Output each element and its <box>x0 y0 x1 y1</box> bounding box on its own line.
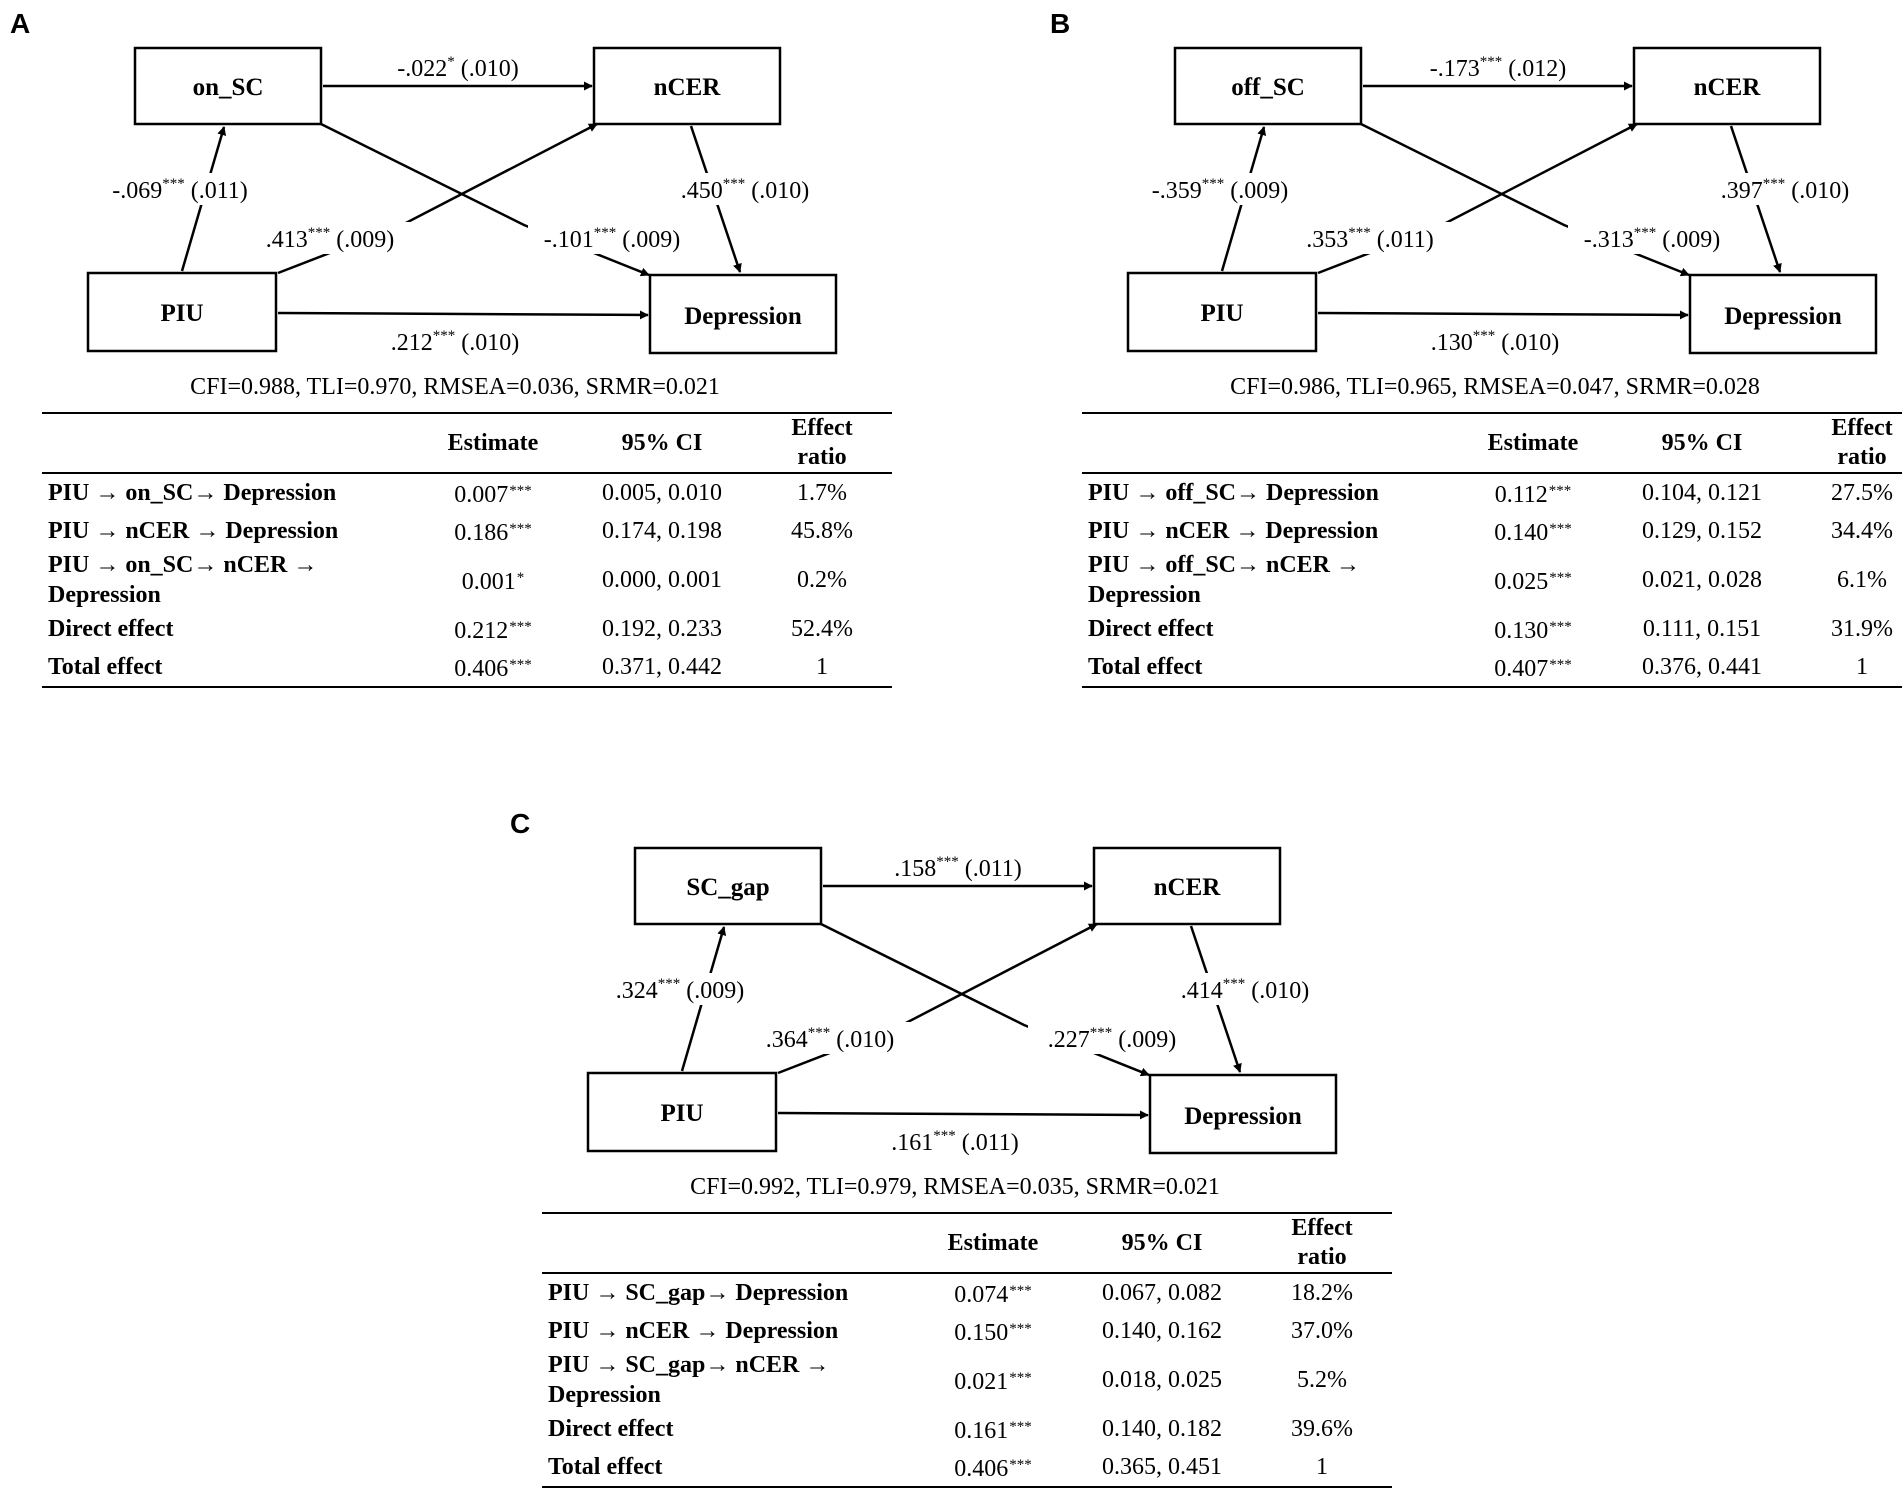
node-depression: Depression <box>648 273 838 355</box>
edge-mediator-to-depression <box>820 922 1150 1077</box>
coef-mediator-to-depression: .227*** (.009) <box>1048 1025 1176 1053</box>
header-estimate: Estimate <box>1487 429 1579 456</box>
node-depression-label: Depression <box>684 303 802 330</box>
node-mediator: SC_gap <box>633 846 823 926</box>
model-fit-indices: CFI=0.988, TLI=0.970, RMSEA=0.036, SRMR=… <box>190 374 720 400</box>
node-piu-label: PIU <box>160 300 203 327</box>
header-estimate: Estimate <box>947 1229 1039 1256</box>
node-mediator-label: off_SC <box>1231 74 1305 101</box>
table-row: PIU → off_SC→ nCER →Depression 0.025*** … <box>1088 552 1887 608</box>
coef-mediator-to-depression: -.313*** (.009) <box>1584 225 1720 253</box>
node-depression-label: Depression <box>1184 1103 1302 1130</box>
node-ncer: nCER <box>1632 46 1822 126</box>
table-row: PIU → nCER → Depression 0.150*** 0.140, … <box>548 1318 1353 1346</box>
path-diagram: SC_gap nCER PIU Depression .158*** (.011… <box>586 846 1338 1200</box>
table-row: Total effect 0.406*** 0.365, 0.451 1 <box>542 1448 1392 1487</box>
table-row: Total effect 0.407*** 0.376, 0.441 1 <box>1082 648 1902 687</box>
panel-c: C SC_gap nCER PIU Depression <box>500 800 1400 1496</box>
node-mediator: off_SC <box>1173 46 1363 126</box>
coef-piu-to-ncer: .353*** (.011) <box>1306 225 1434 253</box>
table-row: Direct effect 0.212*** 0.192, 0.233 52.4… <box>48 616 853 644</box>
node-mediator-label: on_SC <box>193 74 264 101</box>
coef-piu-to-depression: .161*** (.011) <box>891 1128 1019 1156</box>
coef-ncer-to-depression: .414*** (.010) <box>1181 976 1309 1004</box>
node-ncer: nCER <box>1092 846 1282 926</box>
coef-piu-to-mediator: -.359*** (.009) <box>1152 176 1288 204</box>
edge-mediator-to-depression <box>320 122 650 277</box>
node-piu-label: PIU <box>660 1100 703 1127</box>
panel-letter: A <box>10 8 31 39</box>
table-row: PIU → on_SC→ Depression 0.007*** 0.005, … <box>48 480 847 508</box>
panel-b: B off_SC nCER PIU Depression <box>1040 0 1902 700</box>
header-estimate: Estimate <box>447 429 539 456</box>
edge-piu-to-depression <box>777 1110 1149 1120</box>
panel-letter: B <box>1050 8 1071 39</box>
node-ncer-label: nCER <box>654 74 722 101</box>
path-diagram: on_SC nCER PIU Depression -.022* (.010) <box>86 46 838 400</box>
node-mediator: on_SC <box>133 46 323 126</box>
path-diagram: off_SC nCER PIU Depression -.173*** (.01… <box>1126 46 1878 400</box>
table-row: PIU → nCER → Depression 0.140*** 0.129, … <box>1088 518 1893 546</box>
table-row: PIU → SC_gap→ Depression 0.074*** 0.067,… <box>548 1280 1353 1308</box>
coef-mediator-to-depression: -.101*** (.009) <box>544 225 680 253</box>
coef-mediator-to-ncer: -.022* (.010) <box>397 54 518 82</box>
header-ci: 95% CI <box>1121 1229 1203 1256</box>
coef-piu-to-mediator: -.069*** (.011) <box>112 176 248 204</box>
coef-piu-to-depression: .212*** (.010) <box>391 328 519 356</box>
header-ci: 95% CI <box>1661 429 1743 456</box>
coef-piu-to-mediator: .324*** (.009) <box>616 976 744 1004</box>
node-ncer-label: nCER <box>1694 74 1762 101</box>
panel-a: A on_SC nCER PIU Depression <box>0 0 900 700</box>
node-mediator-label: SC_gap <box>686 874 769 901</box>
panel-letter: C <box>510 808 531 839</box>
edge-piu-to-depression <box>277 310 649 320</box>
node-depression: Depression <box>1688 273 1878 355</box>
coef-piu-to-ncer: .364*** (.010) <box>766 1025 894 1053</box>
table-row: Direct effect 0.130*** 0.111, 0.151 31.9… <box>1088 616 1893 644</box>
node-piu: PIU <box>86 271 278 353</box>
coef-mediator-to-ncer: .158*** (.011) <box>894 854 1022 882</box>
node-ncer-label: nCER <box>1154 874 1222 901</box>
node-piu-label: PIU <box>1200 300 1243 327</box>
coef-ncer-to-depression: .397*** (.010) <box>1721 176 1849 204</box>
coef-mediator-to-ncer: -.173*** (.012) <box>1430 54 1566 82</box>
model-fit-indices: CFI=0.992, TLI=0.979, RMSEA=0.035, SRMR=… <box>690 1174 1220 1200</box>
table-row: Total effect 0.406*** 0.371, 0.442 1 <box>42 648 892 687</box>
coef-piu-to-depression: .130*** (.010) <box>1431 328 1559 356</box>
edge-mediator-to-depression <box>1360 122 1690 277</box>
table-row: Direct effect 0.161*** 0.140, 0.182 39.6… <box>548 1416 1353 1444</box>
coef-ncer-to-depression: .450*** (.010) <box>681 176 809 204</box>
node-depression-label: Depression <box>1724 303 1842 330</box>
table-row: PIU → on_SC→ nCER →Depression 0.001* 0.0… <box>48 552 847 608</box>
node-piu: PIU <box>586 1071 778 1153</box>
node-depression: Depression <box>1148 1073 1338 1155</box>
table-row: PIU → off_SC→ Depression 0.112*** 0.104,… <box>1088 480 1893 508</box>
table-row: PIU → nCER → Depression 0.186*** 0.174, … <box>48 518 853 546</box>
edge-piu-to-depression <box>1317 310 1689 320</box>
model-fit-indices: CFI=0.986, TLI=0.965, RMSEA=0.047, SRMR=… <box>1230 374 1760 400</box>
header-ci: 95% CI <box>621 429 703 456</box>
node-ncer: nCER <box>592 46 782 126</box>
coef-piu-to-ncer: .413*** (.009) <box>266 225 394 253</box>
table-row: PIU → SC_gap→ nCER →Depression 0.021*** … <box>548 1352 1347 1408</box>
node-piu: PIU <box>1126 271 1318 353</box>
